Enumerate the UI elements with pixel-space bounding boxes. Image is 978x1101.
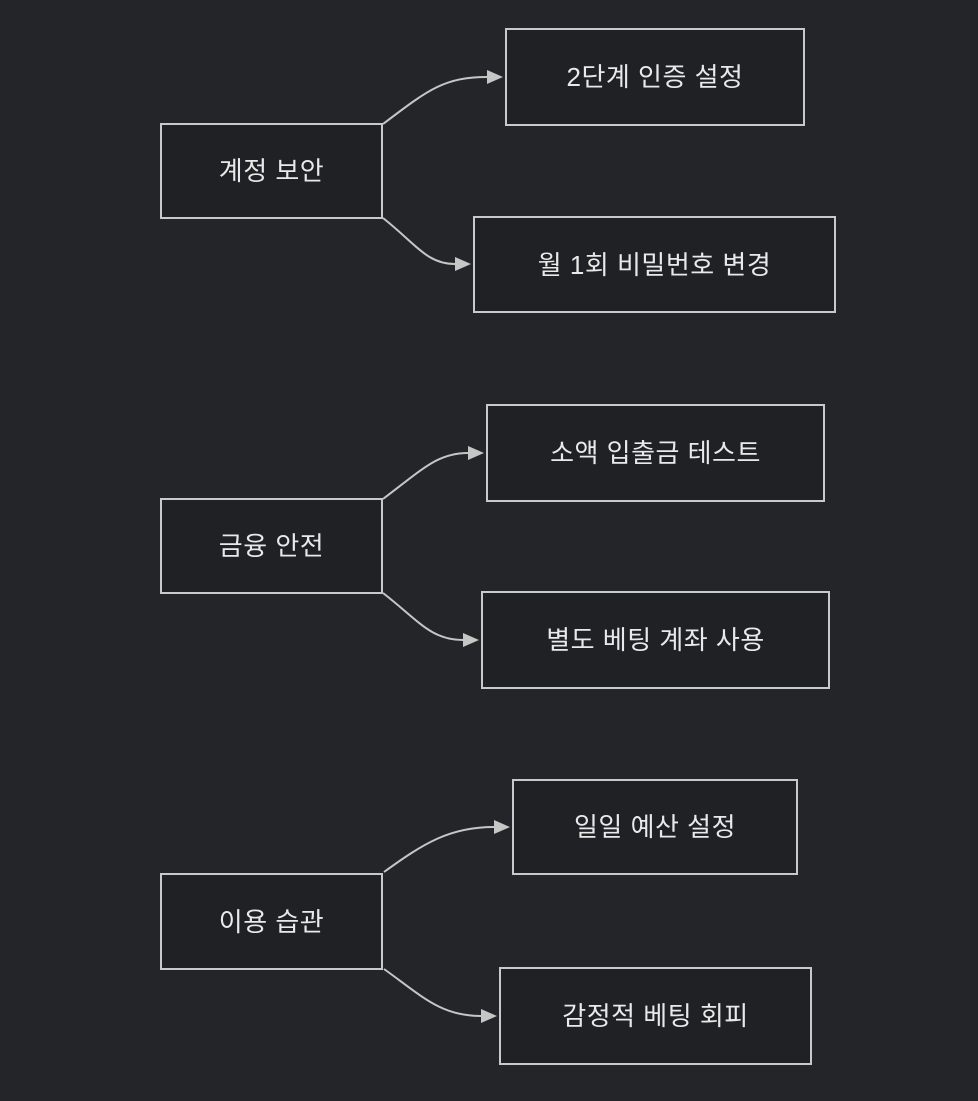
edge-account-security-to-two-factor [382,76,488,125]
node-financial-safety: 금융 안전 [160,498,383,594]
node-separate-betting-account: 별도 베팅 계좌 사용 [481,591,830,689]
node-two-factor-setup-label: 2단계 인증 설정 [566,62,744,92]
node-monthly-password-change: 월 1회 비밀번호 변경 [473,216,836,313]
arrowhead-icon [455,257,471,271]
arrowhead-icon [468,446,484,460]
arrowhead-icon [481,1009,497,1023]
arrowhead-icon [487,70,503,84]
node-daily-budget: 일일 예산 설정 [512,779,798,875]
edge-account-security-to-password-change [382,217,456,265]
node-small-deposit-test: 소액 입출금 테스트 [486,404,825,502]
node-financial-safety-label: 금융 안전 [218,531,325,561]
node-separate-betting-account-label: 별도 베팅 계좌 사용 [546,625,765,655]
node-small-deposit-test-label: 소액 입출금 테스트 [550,438,761,468]
edge-usage-habits-to-emotional-betting [383,968,482,1017]
node-usage-habits-label: 이용 습관 [218,906,325,937]
node-avoid-emotional-betting-label: 감정적 베팅 회피 [562,1001,749,1031]
arrowhead-icon [494,820,510,834]
node-account-security: 계정 보안 [160,123,383,219]
node-two-factor-setup: 2단계 인증 설정 [505,28,805,126]
node-monthly-password-change-label: 월 1회 비밀번호 변경 [537,249,772,280]
arrowhead-icon [463,633,479,647]
edge-financial-safety-to-separate-account [382,592,464,641]
node-avoid-emotional-betting: 감정적 베팅 회피 [499,967,812,1065]
edge-financial-safety-to-deposit-test [382,452,469,500]
node-daily-budget-label: 일일 예산 설정 [574,812,736,842]
node-account-security-label: 계정 보안 [218,156,325,186]
node-usage-habits: 이용 습관 [160,873,383,970]
edge-usage-habits-to-daily-budget [383,826,495,873]
